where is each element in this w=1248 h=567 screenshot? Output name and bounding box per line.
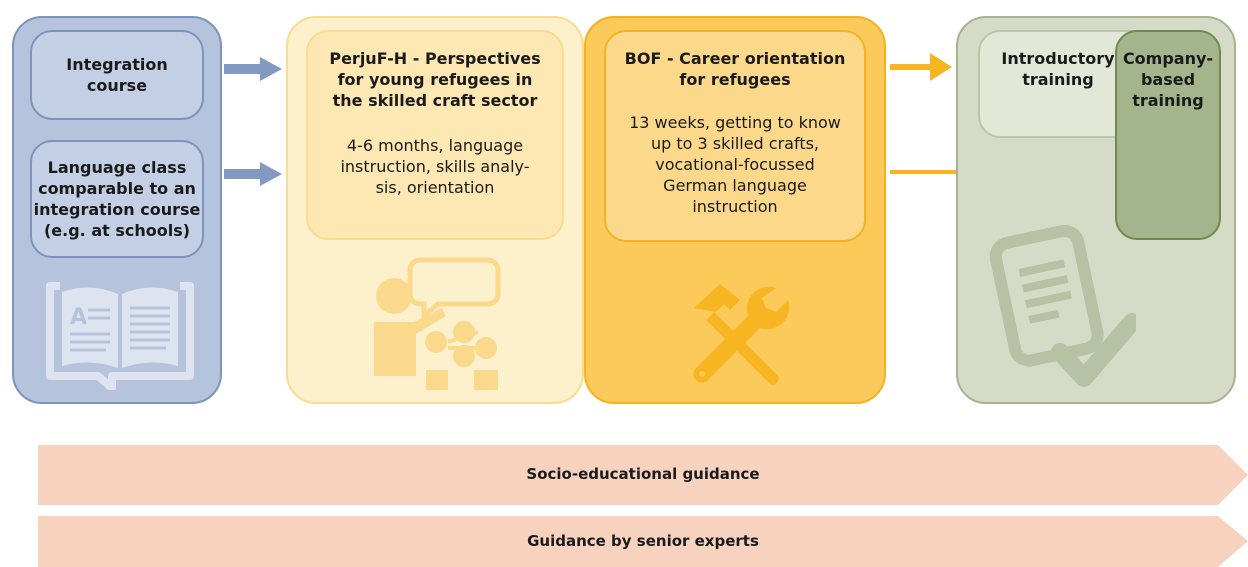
book-icon: A xyxy=(40,280,200,390)
language-class-line-2: comparable to an xyxy=(38,179,196,198)
band-senior-label: Guidance by senior experts xyxy=(527,532,759,550)
introductory-line-1: Introductory xyxy=(1001,49,1115,68)
perjuf-title-line-3: the skilled craft sector xyxy=(332,91,538,110)
bof-desc-line-3: vocational-focussed xyxy=(655,155,815,174)
tools-icon xyxy=(680,278,790,388)
bof-desc-line-4: German language xyxy=(663,176,807,195)
bof-desc-line-2: up to 3 skilled crafts, xyxy=(650,134,820,153)
language-class-line-4: (e.g. at schools) xyxy=(43,221,191,240)
band-socio-label: Socio-educational guidance xyxy=(526,465,760,483)
company-line-2: based xyxy=(1140,70,1196,89)
perjuf-title-box: PerjuF-H - Perspectives for young refuge… xyxy=(306,30,564,240)
language-class-line-1: Language class xyxy=(47,158,187,177)
language-class-line-3: integration course xyxy=(33,200,201,219)
perjuf-title-line-1: PerjuF-H - Perspectives xyxy=(329,49,541,68)
company-line-1: Company- xyxy=(1122,49,1214,68)
perjuf-desc-line-3: sis, orientation xyxy=(375,178,495,197)
arrow-integration-to-perjuf-top xyxy=(224,57,282,81)
arrow-bof-to-introductory xyxy=(890,53,952,81)
perjuf-desc-line-2: instruction, skills analy- xyxy=(340,157,530,176)
band-socio-educational-guidance: Socio-educational guidance xyxy=(38,445,1248,505)
bof-desc-line-5: instruction xyxy=(692,197,778,216)
certificate-check-icon xyxy=(986,222,1136,392)
integration-course-line-1: Integration xyxy=(66,55,168,74)
bof-title-line-2: for refugees xyxy=(679,70,791,89)
company-line-3: training xyxy=(1132,91,1204,110)
bof-title-box: BOF - Career orientation for refugees 13… xyxy=(604,30,866,242)
svg-text:A: A xyxy=(70,305,87,330)
bof-title-line-1: BOF - Career orientation xyxy=(624,49,846,68)
band-guidance-senior-experts: Guidance by senior experts xyxy=(38,516,1248,567)
introductory-training-box: Introductory training xyxy=(978,30,1138,138)
integration-course-line-2: course xyxy=(86,76,148,95)
introductory-line-2: training xyxy=(1022,70,1094,89)
bof-desc-line-1: 13 weeks, getting to know xyxy=(629,113,841,132)
integration-course-box: Integration course xyxy=(30,30,204,120)
arrow-integration-to-perjuf-bottom xyxy=(224,162,282,186)
company-based-training-box: Company- based training xyxy=(1115,30,1221,240)
perjuf-desc-line-1: 4-6 months, language xyxy=(346,136,524,155)
perjuf-title-line-2: for young refugees in xyxy=(337,70,533,89)
language-class-box: Language class comparable to an integrat… xyxy=(30,140,204,258)
teacher-students-icon xyxy=(368,252,508,392)
